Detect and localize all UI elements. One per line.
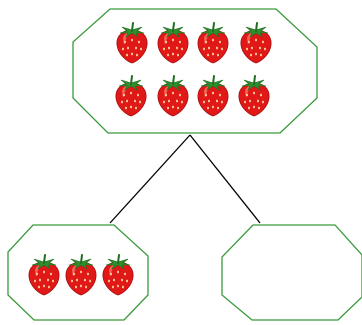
whole-box xyxy=(72,8,318,134)
part-box-right xyxy=(221,224,362,321)
part-left-strawberries xyxy=(27,254,135,296)
connector-line-left xyxy=(109,134,191,224)
connector-line-right xyxy=(189,134,261,224)
